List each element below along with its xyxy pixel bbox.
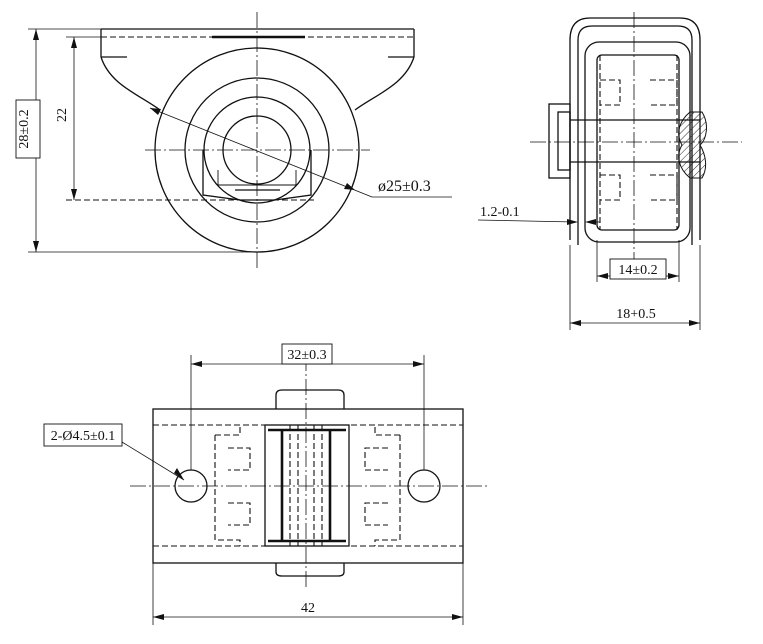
- dim-plate-length: 42: [301, 601, 315, 616]
- bracket-fork: [100, 56, 415, 111]
- front-view: 28±0.2 22 ø25±0.3: [15, 12, 452, 268]
- side-bracket-top: [569, 17, 701, 41]
- top-view: 32±0.3 2-Ø4.5±0.1 42: [43, 343, 488, 625]
- top-axle-cap-bottom: [275, 563, 345, 577]
- dim-wheel-width: 14±0.2: [618, 263, 657, 278]
- top-wheel: [264, 424, 350, 547]
- dim-total-height: 28±0.2: [17, 109, 32, 148]
- dim-holes: 2-Ø4.5±0.1: [51, 429, 115, 444]
- side-view: 1.2-0.1 14±0.2 18+0.5: [477, 12, 742, 330]
- dim-hole-spacing: 32±0.3: [287, 348, 326, 363]
- top-wheel-hidden: [214, 425, 401, 546]
- dim-axle-height: 22: [55, 108, 70, 122]
- side-axle-cap: [548, 103, 571, 179]
- top-axle-cap-top: [275, 389, 345, 409]
- dim-side-thickness: 1.2-0.1: [480, 205, 520, 220]
- side-section-hatch: [678, 111, 707, 179]
- dim-wheel-diameter: ø25±0.3: [378, 178, 431, 195]
- dim-bracket-width: 18+0.5: [616, 307, 655, 322]
- side-bracket-left: [569, 40, 579, 245]
